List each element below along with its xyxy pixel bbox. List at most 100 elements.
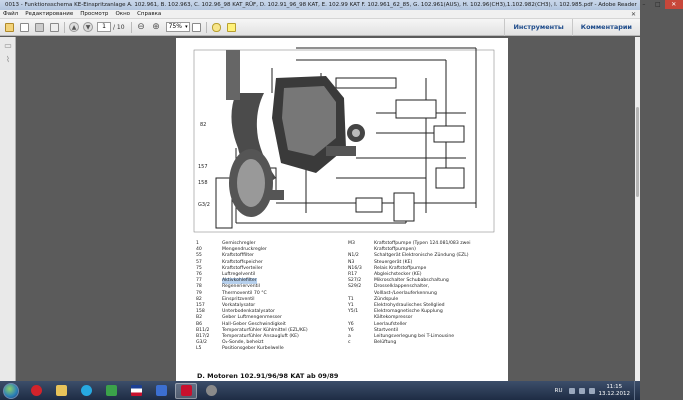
open-file-button[interactable]: [4, 22, 15, 33]
network-icon[interactable]: [578, 387, 585, 394]
legend-row: S27/2 Mikroschalter Schubabschaltung: [348, 278, 471, 284]
arrow-up-icon: ▲: [71, 23, 77, 31]
vertical-scrollbar[interactable]: [635, 37, 640, 381]
tray-flag-icon[interactable]: [568, 387, 575, 394]
zoom-in-button[interactable]: ⊕: [151, 22, 162, 33]
language-indicator[interactable]: RU: [554, 387, 563, 394]
zoom-level-value: 75%: [168, 23, 182, 30]
legend-text: Kraftstofffilter: [222, 253, 254, 259]
menu-help[interactable]: Справка: [137, 11, 162, 17]
menu-edit[interactable]: Редактирование: [25, 11, 74, 17]
page-total: / 10: [113, 23, 125, 31]
zoom-out-button[interactable]: ⊖: [136, 22, 147, 33]
email-button[interactable]: [49, 22, 60, 33]
legend-text: Leitungsverlegung bei T-Limousine: [374, 334, 455, 340]
create-pdf-button[interactable]: [19, 22, 30, 33]
menu-window[interactable]: Окно: [115, 11, 131, 17]
fit-page-button[interactable]: [191, 22, 202, 33]
legend-code: 57: [196, 259, 202, 265]
legend-text: Kraftstoffpumpe (Typen 124.081/083 zwei: [374, 241, 471, 246]
legend-text: Steuergerät (KE): [374, 259, 413, 265]
legend-code: B11/2: [196, 327, 210, 333]
green-app-icon: [105, 385, 117, 396]
legend-text: Mikroschalter Schubabschaltung: [374, 278, 449, 284]
zoom-level-select[interactable]: 75%▾: [165, 22, 190, 32]
taskbar-explorer[interactable]: [50, 383, 72, 399]
clock[interactable]: 11:15 13.12.2012: [599, 384, 631, 398]
plus-icon: ⊕: [152, 22, 160, 32]
paperclip-icon[interactable]: ⌇: [6, 55, 10, 64]
legend-code: N1/2: [348, 253, 359, 259]
speech-bubble-icon: [211, 22, 221, 32]
legend-text: Belüftung: [374, 340, 397, 346]
legend-row: Kältekompressor: [348, 315, 471, 321]
legend-text: Mengendruckregler: [222, 247, 267, 253]
legend-code: 79: [196, 290, 202, 296]
taskbar-app-green[interactable]: [100, 383, 122, 399]
legend-code: 75: [196, 265, 202, 271]
taskbar-app-gear[interactable]: [200, 383, 222, 399]
arrow-down-icon: ▼: [85, 23, 91, 31]
legend-code: 82: [196, 296, 202, 302]
taskbar-skype[interactable]: [75, 383, 97, 399]
start-button[interactable]: [3, 382, 19, 399]
legend-text: Startventil: [374, 327, 399, 333]
legend-text: Temperaturfühler Kühlmittel (EZL/KE): [222, 327, 308, 333]
comments-button[interactable]: Комментарии: [571, 18, 640, 36]
taskbar-app-blue[interactable]: [150, 383, 172, 399]
legend-row: N16/3 Relais Kraftstoffpumpe: [348, 266, 471, 272]
wiring-diagram: 82 157 158 G3/2: [193, 47, 495, 233]
legend-text: Kraftstoffpumpen): [374, 247, 416, 253]
comment-button[interactable]: [211, 22, 222, 33]
legend-text: Geber Luftmengenmesser: [222, 315, 282, 321]
taskbar-opera[interactable]: [25, 383, 47, 399]
show-desktop-button[interactable]: [634, 381, 640, 400]
legend-text: Aktivkohlefilter: [222, 278, 257, 285]
legend-text: Relais Kraftstoffpumpe: [374, 265, 427, 271]
legend-row: B11/2 Temperaturfühler Kühlmittel (EZL/KE…: [196, 328, 308, 334]
legend-code: L5: [196, 346, 202, 352]
menu-file[interactable]: Файл: [3, 11, 19, 17]
next-page-button[interactable]: ▼: [83, 22, 93, 32]
legend-row: 77 Aktivkohlefilter: [196, 278, 308, 285]
window-title: 0013 - Funktionsschema KE-Einspritzanlag…: [5, 2, 637, 8]
legend-text: O₂-Sonde, beheizt: [222, 340, 264, 346]
maximize-button[interactable]: □: [654, 1, 661, 8]
legend-code: 1: [196, 241, 199, 246]
taskbar-app-flag[interactable]: [125, 383, 147, 399]
legend-code: N16/3: [348, 265, 362, 271]
window-controls: – □ ✕: [637, 0, 683, 10]
legend-code: B17/2: [196, 334, 210, 340]
blue-app-icon: [155, 385, 167, 396]
taskbar-adobe-reader[interactable]: [175, 382, 197, 399]
pages-icon[interactable]: ▭: [4, 41, 12, 50]
close-document-icon[interactable]: ✕: [630, 10, 636, 18]
legend-code: S27/2: [348, 278, 362, 284]
close-button[interactable]: ✕: [664, 0, 683, 9]
taskbar: RU 11:15 13.12.2012: [0, 381, 640, 400]
legend-code: 158: [196, 309, 205, 315]
legend-code: 76: [196, 272, 202, 278]
page-number-input[interactable]: 1: [97, 22, 111, 32]
menu-view[interactable]: Просмотр: [80, 11, 109, 17]
skype-icon: [80, 385, 92, 396]
scrollbar-thumb[interactable]: [636, 107, 639, 197]
previous-page-button[interactable]: ▲: [69, 22, 79, 32]
minimize-button[interactable]: –: [642, 1, 646, 8]
highlight-button[interactable]: [226, 22, 237, 33]
volume-icon[interactable]: [588, 387, 595, 394]
tools-button[interactable]: Инструменты: [504, 18, 571, 36]
print-button[interactable]: [34, 22, 45, 33]
legend-code: 77: [196, 278, 202, 284]
